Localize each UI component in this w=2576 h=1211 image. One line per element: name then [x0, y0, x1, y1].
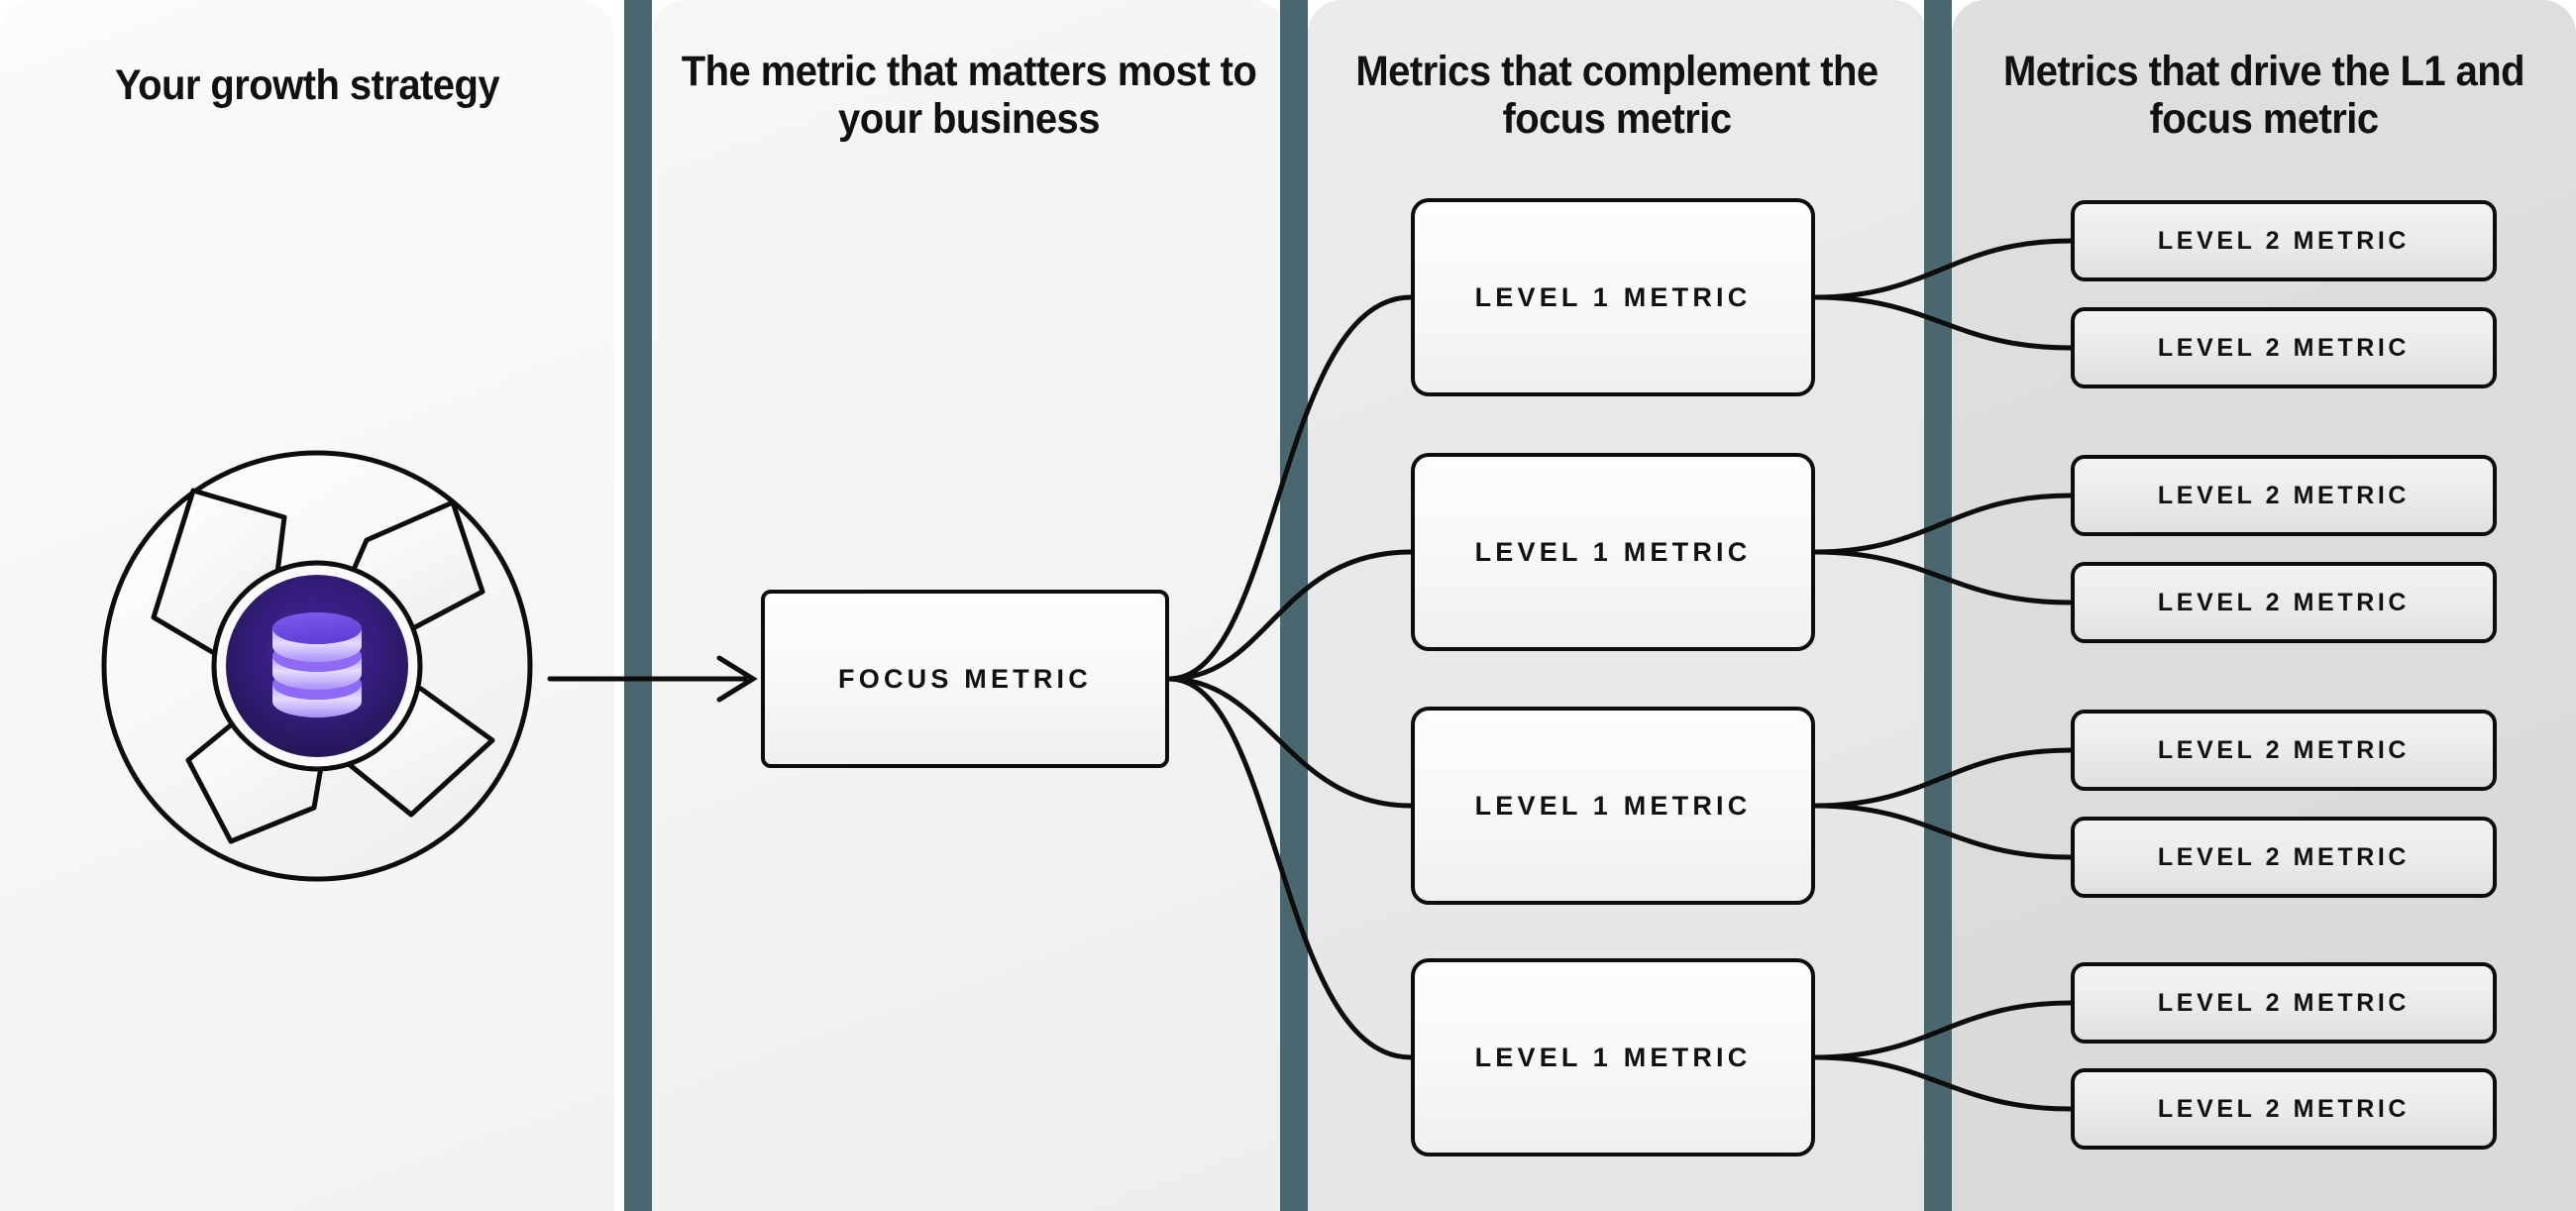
node-level-2-metric-1[interactable]: LEVEL 2 METRIC [2071, 200, 2497, 281]
node-level-2-metric-4[interactable]: LEVEL 2 METRIC [2071, 562, 2497, 643]
node-level-1-metric-3[interactable]: LEVEL 1 METRIC [1411, 707, 1815, 905]
growth-strategy-aperture-illustration [101, 450, 533, 882]
node-level-2-metric-7[interactable]: LEVEL 2 METRIC [2071, 962, 2497, 1044]
node-level-2-metric-6[interactable]: LEVEL 2 METRIC [2071, 817, 2497, 898]
node-level-1-metric-4[interactable]: LEVEL 1 METRIC [1411, 958, 1815, 1156]
node-level-2-metric-2[interactable]: LEVEL 2 METRIC [2071, 307, 2497, 388]
column-divider-2 [1280, 0, 1308, 1211]
column-divider-1 [624, 0, 652, 1211]
column-heading-level-2: Metrics that drive the L1 and focus metr… [2002, 48, 2525, 144]
node-level-2-metric-8[interactable]: LEVEL 2 METRIC [2071, 1068, 2497, 1150]
node-level-1-metric-2[interactable]: LEVEL 1 METRIC [1411, 453, 1815, 651]
node-level-2-metric-3[interactable]: LEVEL 2 METRIC [2071, 455, 2497, 536]
database-icon [272, 612, 362, 717]
node-level-1-metric-1[interactable]: LEVEL 1 METRIC [1411, 198, 1815, 396]
column-heading-growth-strategy: Your growth strategy [114, 61, 500, 109]
node-level-2-metric-5[interactable]: LEVEL 2 METRIC [2071, 710, 2497, 791]
column-heading-focus-metric: The metric that matters most to your bus… [681, 48, 1257, 144]
node-focus-metric[interactable]: FOCUS METRIC [761, 590, 1169, 768]
column-heading-level-1: Metrics that complement the focus metric [1355, 48, 1878, 144]
column-divider-3 [1924, 0, 1952, 1211]
